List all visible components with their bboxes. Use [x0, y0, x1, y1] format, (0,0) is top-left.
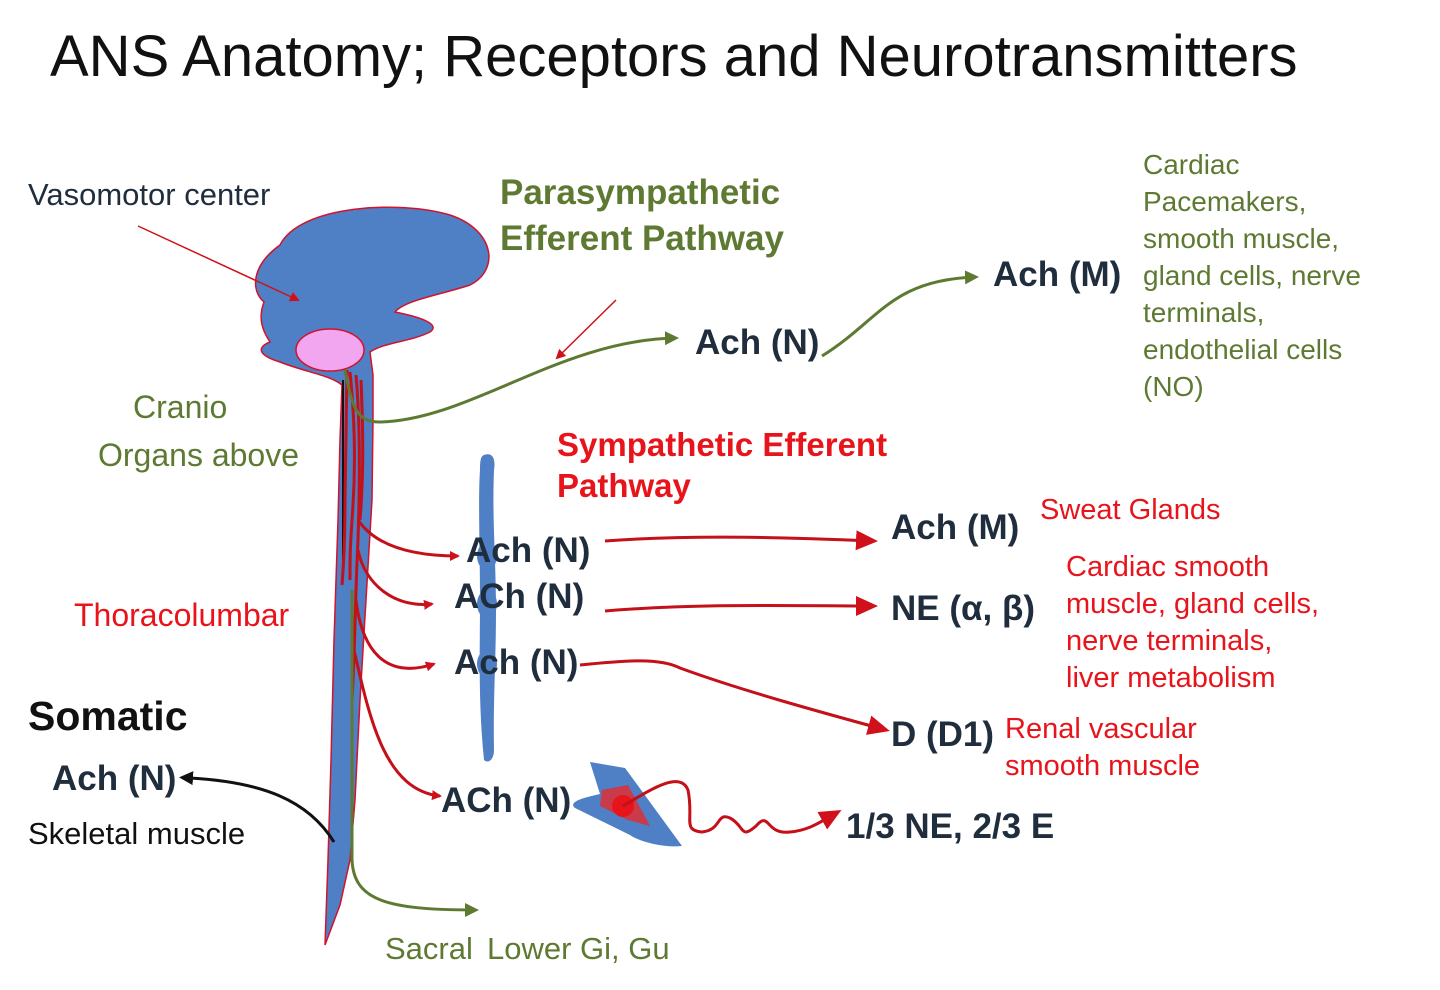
brain-and-spinal-cord-shape: [254, 206, 490, 946]
sympathetic-heading-line1: Sympathetic Efferent: [557, 426, 888, 463]
parasympathetic-heading-line2: Efferent Pathway: [500, 219, 784, 258]
ne-target-line: nerve terminals,: [1066, 625, 1273, 657]
parasympathetic-postganglionic-fiber: [821, 270, 979, 358]
sympathetic-pre-label: ACh (N): [441, 781, 572, 820]
sympathetic-preganglionic-fiber: [340, 369, 349, 586]
parasympathetic-target-line: gland cells, nerve: [1143, 260, 1361, 291]
d1-target-line: Renal vascular: [1005, 713, 1197, 745]
parasympathetic-target-line: terminals,: [1143, 297, 1265, 328]
ne-target-line: muscle, gland cells,: [1066, 588, 1320, 620]
sympathetic-pre-label: ACh (N): [454, 577, 585, 616]
cranio-label: Cranio: [133, 389, 228, 425]
sympathetic-heading-line2: Pathway: [557, 467, 691, 504]
ne-target-line: liver metabolism: [1066, 662, 1276, 694]
lower-gi-gu-label: Lower Gi, Gu: [487, 931, 670, 966]
somatic-heading: Somatic: [28, 693, 188, 739]
thoracolumbar-label: Thoracolumbar: [74, 597, 290, 633]
parasympathetic-target-line: smooth muscle,: [1143, 223, 1340, 254]
sympathetic-postganglionic-arrow: [604, 530, 878, 551]
parasympathetic-cranial-fiber: [343, 331, 679, 424]
sympathetic-post-label: NE (α, β): [891, 589, 1035, 628]
chain-ganglion-node: [477, 542, 497, 570]
sympathetic-branch-arrow: [354, 599, 436, 672]
parasympathetic-target-line: Pacemakers,: [1143, 186, 1307, 217]
sympathetic-branch-arrow: [356, 519, 460, 561]
ne-target-line: Cardiac smooth: [1066, 551, 1270, 583]
sympathetic-branch-arrow: [352, 649, 442, 801]
somatic-motor-fiber: [179, 771, 336, 843]
d1-target-line: smooth muscle: [1005, 750, 1201, 782]
chain-ganglion-node: [477, 650, 497, 678]
sympathetic-preganglionic-fiber: [348, 371, 356, 581]
skeletal-muscle-label: Skeletal muscle: [28, 816, 246, 851]
vasomotor-nucleus-oval: [295, 328, 365, 372]
sympathetic-postganglionic-arrow: [604, 595, 878, 616]
sympathetic-postganglionic-arrow: [579, 659, 890, 735]
somatic-ach-label: Ach (N): [52, 759, 177, 798]
sympathetic-preganglionic-fiber: [358, 379, 365, 521]
adrenal-hormone-release-arrow: [622, 780, 842, 834]
sacral-label: Sacral: [385, 931, 473, 966]
parasympathetic-pointer-line: [555, 299, 617, 360]
sympathetic-pre-label: Ach (N): [466, 531, 591, 570]
organs-above-label: Organs above: [98, 437, 300, 473]
sympathetic-post-label: D (D1): [891, 715, 995, 754]
parasympathetic-sacral-fiber: [350, 590, 479, 917]
parasympathetic-target-line: endothelial cells: [1143, 334, 1343, 365]
sympathetic-pre-label: Ach (N): [454, 643, 579, 682]
sympathetic-post-label: 1/3 NE, 2/3 E: [846, 807, 1055, 846]
parasympathetic-target-line: (NO): [1143, 371, 1204, 402]
sympathetic-post-label: Ach (M): [891, 508, 1020, 547]
parasympathetic-target-line: Cardiac: [1143, 149, 1240, 180]
vasomotor-center-label: Vasomotor center: [28, 177, 271, 212]
sympathetic-branch-arrow: [356, 549, 434, 610]
vasomotor-pointer-line: [137, 225, 300, 302]
chain-ganglion-node: [477, 590, 497, 618]
parasympathetic-ganglion-label: Ach (N): [695, 323, 820, 362]
parasympathetic-target-label: Ach (M): [993, 255, 1122, 294]
sweat-glands-label: Sweat Glands: [1040, 494, 1221, 526]
parasympathetic-heading-line1: Parasympathetic: [500, 173, 781, 212]
page-title: ANS Anatomy; Receptors and Neurotransmit…: [50, 24, 1298, 89]
